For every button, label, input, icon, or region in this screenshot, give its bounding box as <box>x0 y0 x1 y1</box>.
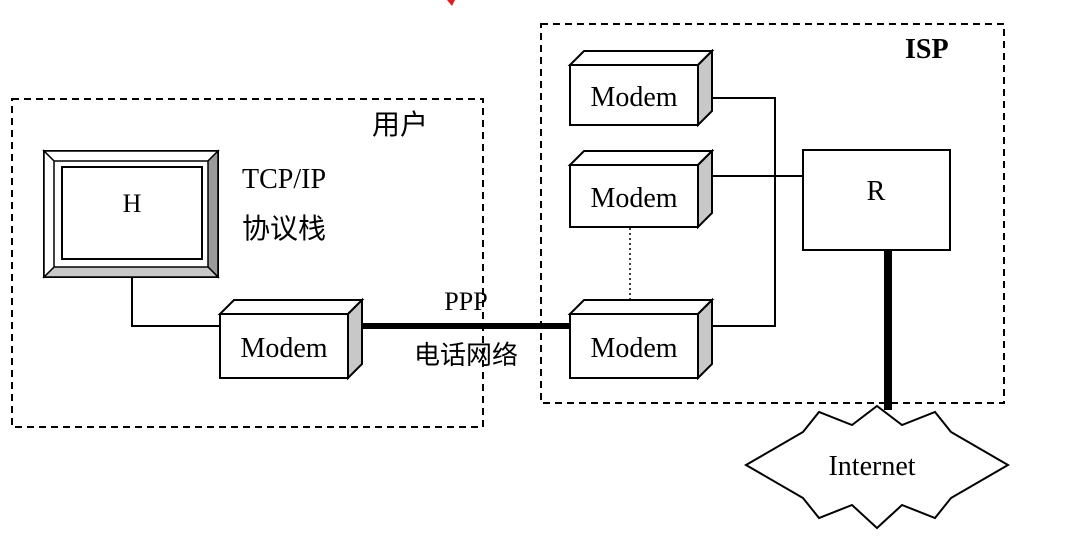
router: R <box>802 149 951 251</box>
isp-zone-boundary <box>540 23 1005 404</box>
host-label: H <box>123 189 142 218</box>
isp-modem-top-label: Modem <box>590 82 677 113</box>
protocol-stack-line2: 协议栈 <box>242 212 326 245</box>
modem-bus-wire <box>712 97 776 327</box>
isp-modem-middle: Modem <box>567 148 715 230</box>
user-modem-label: Modem <box>240 333 327 364</box>
host-computer: H <box>42 149 220 279</box>
host-modem-wire <box>131 277 220 327</box>
isp-modem-bottom: Modem <box>567 297 715 381</box>
ppp-label: PPP <box>444 287 487 316</box>
user-zone-label: 用户 <box>372 108 428 141</box>
phone-network-label: 电话网络 <box>414 341 518 371</box>
router-label: R <box>867 176 886 207</box>
internet-cloud: Internet <box>744 404 1010 530</box>
isp-modem-middle-label: Modem <box>590 183 677 214</box>
internet-label: Internet <box>828 451 915 482</box>
isp-modem-bottom-label: Modem <box>590 333 677 364</box>
user-modem: Modem <box>217 297 365 381</box>
user-zone-boundary <box>11 98 484 428</box>
isp-modem-top: Modem <box>567 48 715 128</box>
protocol-stack-line1: TCP/IP <box>242 164 326 195</box>
top-red-mark <box>447 0 455 6</box>
isp-zone-label: ISP <box>905 34 949 65</box>
